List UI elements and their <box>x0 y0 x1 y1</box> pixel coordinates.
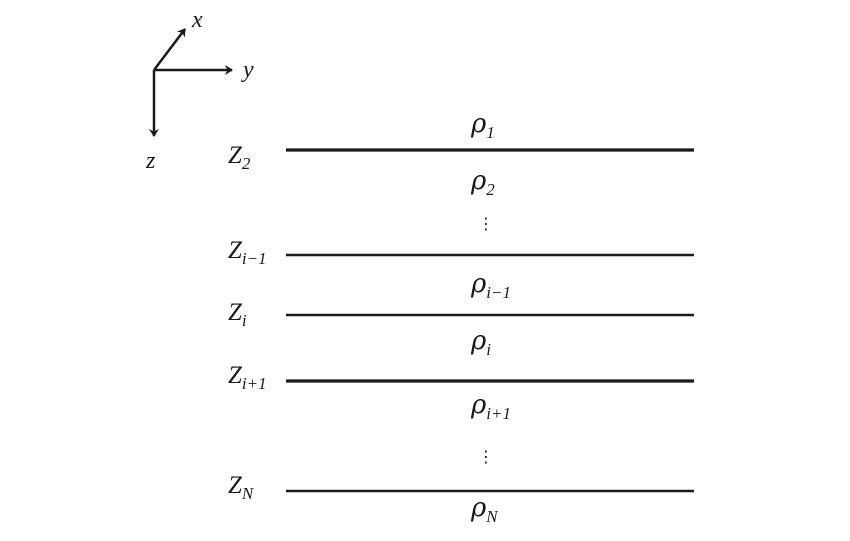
ellipsis-upper: ⋮ <box>478 214 494 233</box>
x-axis-arrow <box>153 28 186 71</box>
interface-label-zi-plus-1: Zi+1 <box>228 362 267 393</box>
ellipsis-lower: ⋮ <box>478 447 494 466</box>
layer-label-rho-i-minus-1: ρi−1 <box>470 269 511 302</box>
interface-lines <box>286 148 694 493</box>
y-axis-label: y <box>241 57 254 83</box>
z-axis-label: z <box>145 148 156 174</box>
interface-labels: Z2 Zi−1 Zi Zi+1 ZN <box>228 142 267 503</box>
interface-label-zi: Zi <box>228 299 247 330</box>
layer-label-rho-i-plus-1: ρi+1 <box>470 390 511 423</box>
coordinate-axes: x y z <box>145 7 254 174</box>
interface-label-zn: ZN <box>228 472 255 503</box>
ellipsis-marks: ⋮ ⋮ <box>478 214 494 466</box>
layer-label-rho-i: ρi <box>470 326 491 359</box>
layer-label-rho-n: ρN <box>470 493 499 526</box>
x-axis-label: x <box>191 7 203 33</box>
layer-label-rho-2: ρ2 <box>470 166 495 199</box>
interface-label-z2: Z2 <box>228 142 251 173</box>
layer-labels: ρ1 ρ2 ρi−1 ρi ρi+1 ρN <box>470 109 511 526</box>
layer-label-rho-1: ρ1 <box>470 109 495 142</box>
interface-label-zi-minus-1: Zi−1 <box>228 237 267 268</box>
